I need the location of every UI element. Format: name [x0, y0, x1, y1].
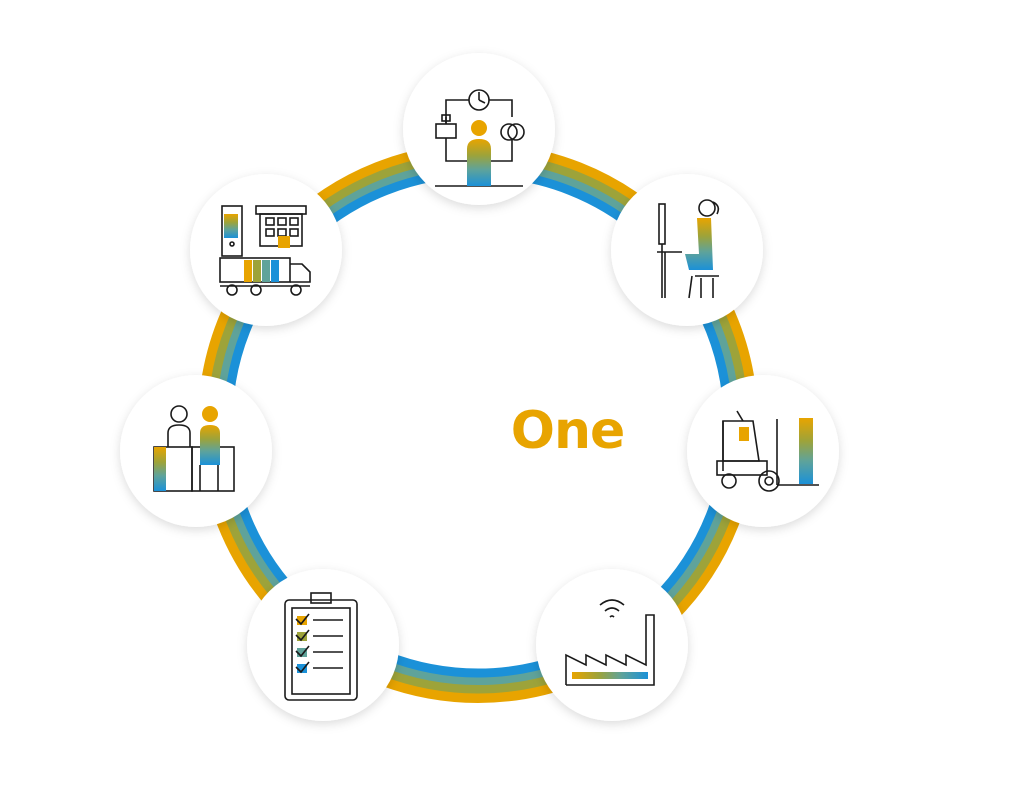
- node-circle: [536, 569, 688, 721]
- node-smart-factory[interactable]: [536, 569, 688, 721]
- node-circle: [611, 174, 763, 326]
- process-flow-person-icon: [435, 89, 525, 187]
- node-circle: [190, 174, 342, 326]
- clipboard-checklist-icon: [284, 592, 358, 701]
- node-customer-service[interactable]: [120, 375, 272, 527]
- node-warehouse-forklift[interactable]: [687, 375, 839, 527]
- truck-warehouse-icon: [219, 205, 311, 296]
- person-at-computer-icon: [657, 199, 720, 299]
- node-office-worker[interactable]: [611, 174, 763, 326]
- forklift-icon: [716, 410, 819, 492]
- node-circle: [120, 375, 272, 527]
- center-label: One: [510, 401, 626, 461]
- node-circle: [687, 375, 839, 527]
- node-logistics[interactable]: [190, 174, 342, 326]
- node-circle: [247, 569, 399, 721]
- connected-factory-icon: [565, 599, 655, 686]
- node-checklist[interactable]: [247, 569, 399, 721]
- node-process-flow[interactable]: [403, 53, 555, 205]
